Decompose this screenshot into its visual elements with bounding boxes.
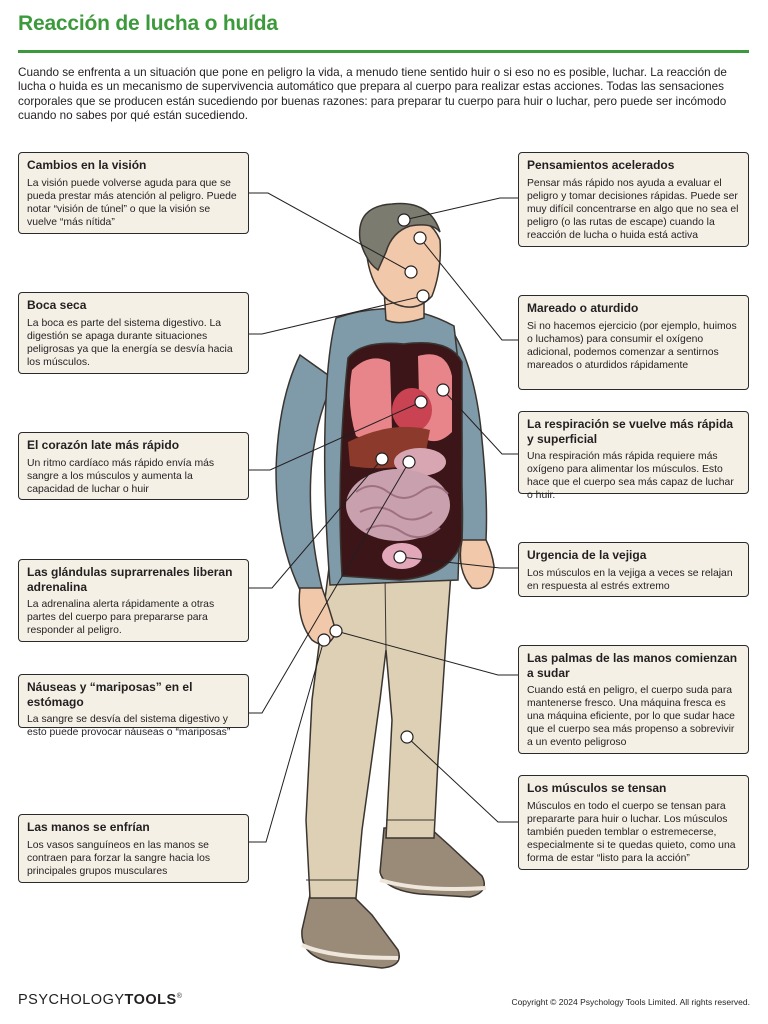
hair [358,202,441,272]
right-hand [459,539,495,590]
card-title: Náuseas y “mariposas” en el estómago [27,680,193,709]
marker-dots [317,213,450,744]
card-racing-thoughts: Pensamientos acelerados Pensar más rápid… [518,152,749,247]
card-title: Los músculos se tensan [527,781,667,795]
card-dry-mouth: Boca seca La boca es parte del sistema d… [18,292,249,374]
card-title: Boca seca [27,298,87,312]
card-text: La adrenalina alerta rápidamente a otras… [27,599,215,636]
left-shoe [301,894,400,969]
card-title: El corazón late más rápido [27,438,180,452]
psychology-tools-logo: PSYCHOLOGYTOOLS® [18,992,182,1008]
heart [392,388,432,432]
intro-paragraph: Cuando se enfrenta a un situación que po… [18,66,727,122]
card-adrenaline: Las glándulas suprarrenales liberan adre… [18,559,249,642]
card-text: Músculos en todo el cuerpo se tensan par… [527,800,736,864]
card-title: Pensamientos acelerados [527,158,675,172]
logo-word-psychology: PSYCHOLOGY [18,992,125,1008]
card-nausea: Náuseas y “mariposas” en el estómago La … [18,674,249,738]
card-title: Cambios en la visión [27,158,147,172]
card-text: Los vasos sanguíneos en las manos se con… [27,839,211,877]
card-text: Si no hacemos ejercicio (por ejemplo, hu… [527,320,737,371]
card-title: Mareado o aturdido [527,301,639,315]
card-text: La sangre se desvía del sistema digestiv… [27,714,231,738]
card-text: Los músculos en la vejiga a veces se rel… [527,567,733,592]
card-dizziness: Mareado o aturdido Si no hacemos ejercic… [518,295,749,390]
lung-left [349,358,392,440]
card-title: Urgencia de la vejiga [527,548,647,562]
page-title: Reacción de lucha o huída [18,12,278,35]
card-title: Las glándulas suprarrenales liberan adre… [27,565,233,594]
card-cold-hands: Las manos se enfrían Los vasos sanguíneo… [18,814,249,883]
connector-lines [249,192,518,843]
card-text: La visión puede volverse aguda para que … [27,177,237,228]
card-bladder: Urgencia de la vejiga Los músculos en la… [518,542,749,597]
logo-word-tools: TOOLS [124,992,177,1008]
card-title: La respiración se vuelve más rápida y su… [527,417,734,446]
card-text: La boca es parte del sistema digestivo. … [27,317,233,368]
title-divider [18,50,749,53]
card-sweaty-palms: Las palmas de las manos comienzan a suda… [518,645,749,754]
registered-mark: ® [176,993,183,1001]
card-text: Una respiración más rápida requiere más … [527,451,734,501]
card-text: Pensar más rápido nos ayuda a evaluar el… [527,177,739,241]
card-title: Las manos se enfrían [27,820,150,834]
card-vision-changes: Cambios en la visión La visión puede vol… [18,152,249,234]
card-text: Un ritmo cardíaco más rápido envía más s… [27,457,215,495]
copyright-text: Copyright © 2024 Psychology Tools Limite… [511,997,750,1007]
card-title: Las palmas de las manos comienzan a suda… [527,651,738,680]
card-heart-rate: El corazón late más rápido Un ritmo card… [18,432,249,500]
card-text: Cuando está en peligro, el cuerpo suda p… [527,685,735,748]
card-breathing: La respiración se vuelve más rápida y su… [518,411,749,501]
stomach [394,448,446,476]
card-muscle-tension: Los músculos se tensan Músculos en todo … [518,775,749,870]
